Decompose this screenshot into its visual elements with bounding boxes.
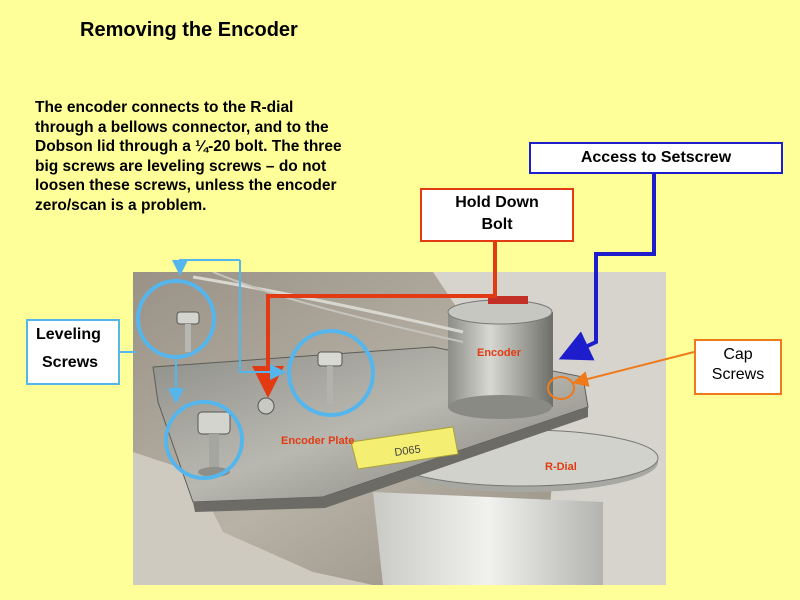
setscrew-callout: Access to Setscrew — [529, 142, 783, 174]
description-line: loosen these screws, unless the encoder — [35, 177, 337, 194]
rdial-label: R-Dial — [545, 461, 577, 473]
leveling-callout-line: Screws — [42, 354, 99, 371]
holddown-callout-line: Hold Down — [455, 194, 539, 211]
hold-down-bolt — [257, 397, 275, 415]
description-line: The encoder connects to the R-dial — [35, 99, 294, 116]
description-line: zero/scan is a problem. — [35, 196, 207, 214]
slide-title: Removing the Encoder — [80, 19, 298, 41]
capscrews-callout: Cap Screws — [694, 339, 782, 395]
holddown-callout: Hold Down Bolt — [420, 188, 574, 242]
holddown-callout-line: Bolt — [481, 216, 513, 233]
capscrews-callout-line: Screws — [711, 366, 765, 383]
leveling-callout-line: Leveling — [36, 326, 101, 343]
leveling-connector-top — [172, 259, 240, 276]
encoder-plate-label: Encoder Plate — [281, 435, 354, 447]
leveling-callout: Leveling Screws — [26, 319, 120, 385]
description-line: through a bellows connector, and to the — [35, 118, 329, 136]
description-line: Dobson lid through a ¼-20 bolt. The thre… — [35, 138, 342, 155]
encoder-label: Encoder — [477, 347, 522, 359]
encoder-photo: D065 Encoder Encoder Plate R-Dial — [133, 272, 666, 585]
description-line: big screws are leveling screws – do not — [35, 157, 327, 175]
description-paragraph: The encoder connects to the R-dial throu… — [35, 98, 405, 215]
capscrews-callout-line: Cap — [723, 346, 753, 363]
plate-tag-text: D065 — [394, 443, 422, 459]
